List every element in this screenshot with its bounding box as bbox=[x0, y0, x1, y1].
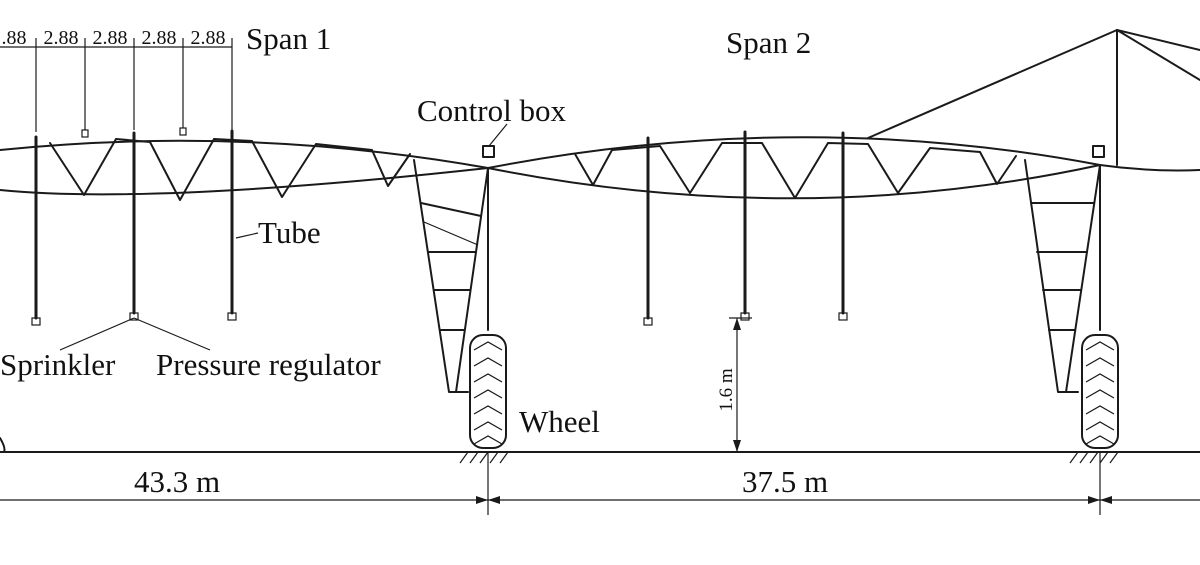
sprinkler-spacing-dimension: .88 2.88 2.88 2.88 2.88 bbox=[0, 27, 233, 132]
ground-hatch-2 bbox=[1069, 451, 1126, 464]
span-1-drop-tubes bbox=[31, 127, 237, 326]
spacing-label-3: 2.88 bbox=[142, 27, 177, 49]
control-box-label: Control box bbox=[417, 93, 566, 128]
spacing-label-partial: .88 bbox=[2, 27, 27, 49]
sprinkler-height-dimension bbox=[729, 317, 752, 452]
span-1-length: 43.3 m bbox=[134, 464, 220, 499]
span-length-dimensions bbox=[0, 452, 1200, 515]
sprinkler-icon bbox=[31, 317, 41, 326]
span-2-truss bbox=[487, 136, 1101, 200]
span-2-drop-tubes bbox=[643, 130, 848, 326]
sprinkler-icon bbox=[838, 312, 848, 321]
spacing-label-2: 2.88 bbox=[93, 27, 128, 49]
wheel-2 bbox=[1081, 334, 1119, 449]
span-2-length: 37.5 m bbox=[742, 464, 828, 499]
span-3-partial bbox=[867, 29, 1200, 172]
sprinkler-icon bbox=[129, 312, 139, 321]
wheel-1 bbox=[469, 334, 507, 449]
pressure-regulator-label: Pressure regulator bbox=[156, 347, 381, 382]
spacing-label-1: 2.88 bbox=[44, 27, 79, 49]
sprinkler-icon bbox=[643, 317, 653, 326]
spacing-label-4: 2.88 bbox=[191, 27, 226, 49]
wheel-label: Wheel bbox=[519, 404, 600, 439]
span-2-label: Span 2 bbox=[726, 25, 811, 60]
tube-label: Tube bbox=[258, 215, 321, 250]
control-box-icon bbox=[1092, 145, 1105, 158]
control-box-icon bbox=[482, 145, 495, 158]
sprinkler-label: Sprinkler bbox=[0, 347, 116, 382]
sprinkler-icon bbox=[227, 312, 237, 321]
sprinkler-icon bbox=[740, 312, 750, 321]
ground-hatch-1 bbox=[459, 451, 514, 464]
tower-1 bbox=[413, 159, 489, 393]
span-1-label: Span 1 bbox=[246, 21, 331, 56]
tower-2 bbox=[1024, 159, 1101, 393]
sprinkler-height-label: 1.6 m bbox=[716, 368, 737, 412]
